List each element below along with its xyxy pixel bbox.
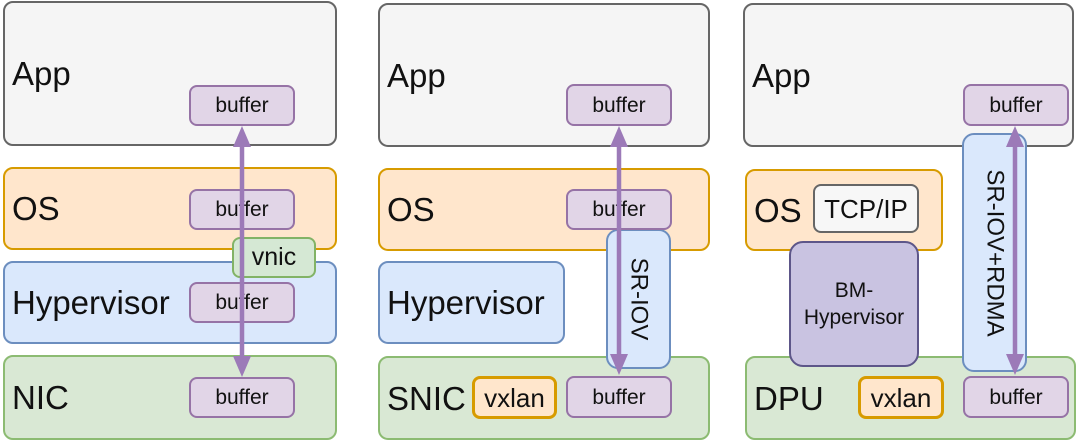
middle-app-buffer-chip: buffer: [566, 84, 672, 126]
left-os-buffer-chip: buffer: [189, 189, 295, 230]
left-hypervisor-buffer-chip: buffer: [189, 282, 295, 323]
middle-os-buffer-label: buffer: [592, 198, 646, 221]
middle-hypervisor-layer: Hypervisor: [378, 261, 565, 344]
left-app-buffer-chip: buffer: [189, 85, 295, 126]
middle-vxlan-chip: vxlan: [472, 376, 557, 419]
middle-snic-buffer-chip: buffer: [566, 376, 672, 418]
right-dpu-label: DPU: [754, 379, 824, 417]
middle-snic-label: SNIC: [387, 379, 466, 417]
right-app-buffer-label: buffer: [989, 93, 1043, 117]
right-bm-hypervisor-box: BM-Hypervisor: [789, 241, 919, 367]
middle-os-label: OS: [387, 191, 435, 228]
right-os-label: OS: [754, 191, 802, 229]
left-os-buffer-label: buffer: [215, 198, 269, 221]
middle-vxlan-label: vxlan: [484, 382, 545, 413]
left-app-buffer-label: buffer: [215, 94, 269, 117]
right-app-buffer-chip: buffer: [963, 84, 1069, 126]
right-tcpip-label: TCP/IP: [824, 193, 908, 224]
left-nic-buffer-label: buffer: [215, 386, 269, 409]
right-dpu-buffer-label: buffer: [989, 385, 1043, 409]
left-hypervisor-buffer-label: buffer: [215, 291, 269, 314]
left-app-label: App: [12, 55, 71, 92]
middle-app-buffer-label: buffer: [592, 93, 646, 117]
middle-snic-buffer-label: buffer: [592, 385, 646, 409]
right-vxlan-chip: vxlan: [858, 376, 944, 419]
right-bm-hypervisor-label: BM-Hypervisor: [803, 278, 905, 329]
right-sriov-rdma-connector: SR-IOV+RDMA: [962, 133, 1027, 372]
middle-hypervisor-label: Hypervisor: [387, 284, 545, 321]
left-nic-label: NIC: [12, 379, 69, 416]
middle-os-buffer-chip: buffer: [566, 189, 672, 230]
middle-sriov-connector: SR-IOV: [606, 229, 671, 369]
left-nic-buffer-chip: buffer: [189, 377, 295, 418]
left-vnic-chip: vnic: [232, 237, 316, 278]
left-hypervisor-label: Hypervisor: [12, 284, 170, 321]
left-app-layer: App: [3, 1, 337, 146]
right-sriov-rdma-label: SR-IOV+RDMA: [981, 168, 1009, 337]
right-vxlan-label: vxlan: [870, 382, 932, 413]
right-app-label: App: [752, 56, 811, 94]
right-tcpip-chip: TCP/IP: [813, 184, 919, 233]
right-dpu-buffer-chip: buffer: [963, 376, 1069, 418]
middle-sriov-label: SR-IOV: [625, 257, 653, 341]
left-os-label: OS: [12, 190, 60, 227]
left-vnic-label: vnic: [251, 243, 297, 271]
middle-app-label: App: [387, 56, 446, 94]
